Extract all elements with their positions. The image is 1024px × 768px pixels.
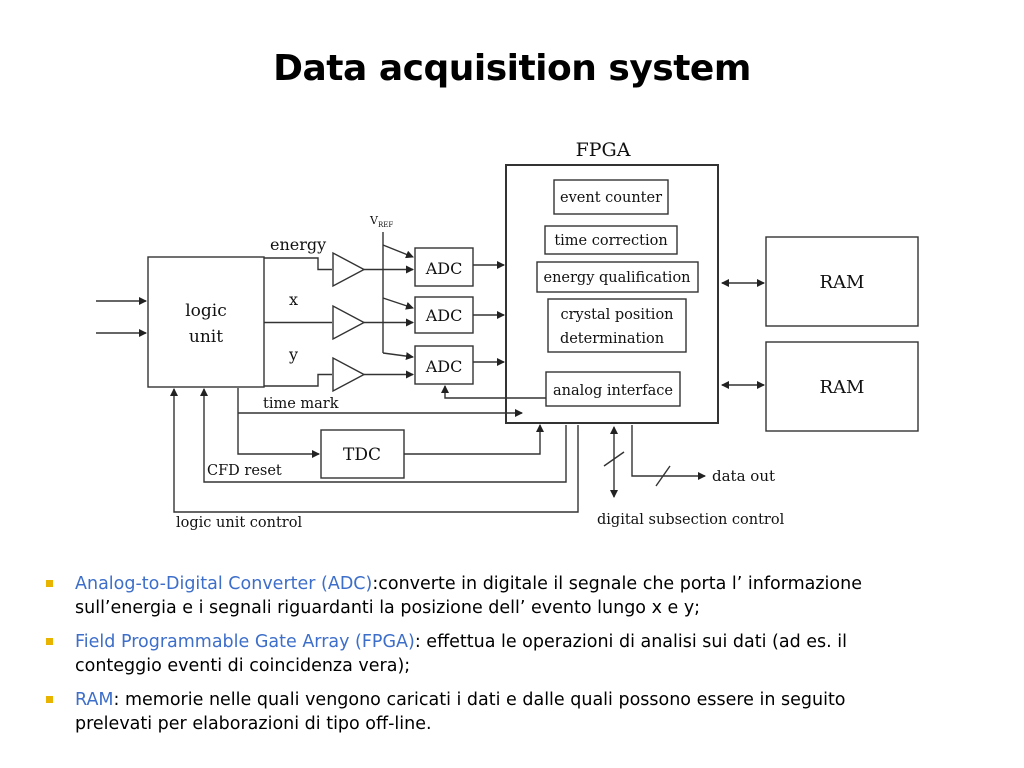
fpga-description-line2: conteggio eventi di coincidenza vera); [75,656,411,676]
adc-energy-box [414,247,474,287]
bullet-ram: RAM: memorie nelle quali vengono caricat… [46,688,986,736]
analog-interface-box [545,371,681,407]
tdc-box [320,429,405,479]
logic-unit-control-label: logic unit control [176,515,302,531]
ram-description-line1: : memorie nelle quali vengono caricati i… [113,690,846,710]
energy-label: energy [270,235,326,254]
cfd-reset-label: CFD reset [207,463,282,479]
determination-label: determination [560,331,664,347]
time-correction-box [544,225,678,255]
bullet-square-icon [46,696,53,703]
fpga-term: Field Programmable Gate Array (FPGA) [75,632,415,652]
event-counter-box [553,179,669,215]
adc-y-label: ADC [425,357,463,376]
adc-term: Analog-to-Digital Converter (ADC) [75,574,373,594]
logic-unit-box [147,256,265,388]
energy-qualification-label: energy qualification [543,270,690,286]
adc-x-box [414,296,474,334]
time-correction-label: time correction [554,233,667,249]
block-diagram: FPGA event counter time correction energ… [96,139,919,531]
ram-term: RAM [75,690,114,710]
analog-interface-label: analog interface [553,383,673,399]
tdc-label: TDC [343,445,381,465]
logic-unit-label-line1: logic [185,301,227,321]
bullet-list: Analog-to-Digital Converter (ADC):conver… [46,572,986,746]
amplifier-energy-icon [332,251,366,288]
bullet-adc: Analog-to-Digital Converter (ADC):conver… [46,572,986,620]
slide-title: Data acquisition system [273,48,751,89]
vref-label: VREF [369,214,393,229]
digital-subsection-control-label: digital subsection control [597,512,785,528]
crystal-position-label: crystal position [560,307,673,323]
ram-top-box [765,236,919,327]
adc-description-line2: sull’energia e i segnali riguardanti la … [75,598,701,618]
adc-description-line1: :converte in digitale il segnale che por… [372,574,862,594]
fpga-label: FPGA [576,139,631,161]
x-label: x [289,290,298,309]
adc-y-box [414,345,474,385]
bullet-square-icon [46,638,53,645]
ram-description-line2: prelevati per elaborazioni di tipo off-l… [75,714,432,734]
fpga-description-line1: : effettua le operazioni di analisi sui … [414,632,848,652]
bullet-square-icon [46,580,53,587]
event-counter-label: event counter [560,190,662,206]
amplifier-x-icon [332,304,366,341]
y-label: y [288,345,298,364]
ram-bottom-box [765,341,919,432]
time-mark-label: time mark [263,396,339,412]
adc-energy-label: ADC [425,259,463,278]
bullet-fpga: Field Programmable Gate Array (FPGA): ef… [46,630,986,678]
ram-top-label: RAM [820,272,865,293]
energy-qualification-box [536,261,699,293]
adc-x-label: ADC [425,306,463,325]
ram-bottom-label: RAM [820,377,865,398]
logic-unit-label-line2: unit [189,327,223,347]
crystal-position-box [547,298,687,353]
data-out-label: data out [712,467,775,485]
amplifier-y-icon [332,356,366,393]
